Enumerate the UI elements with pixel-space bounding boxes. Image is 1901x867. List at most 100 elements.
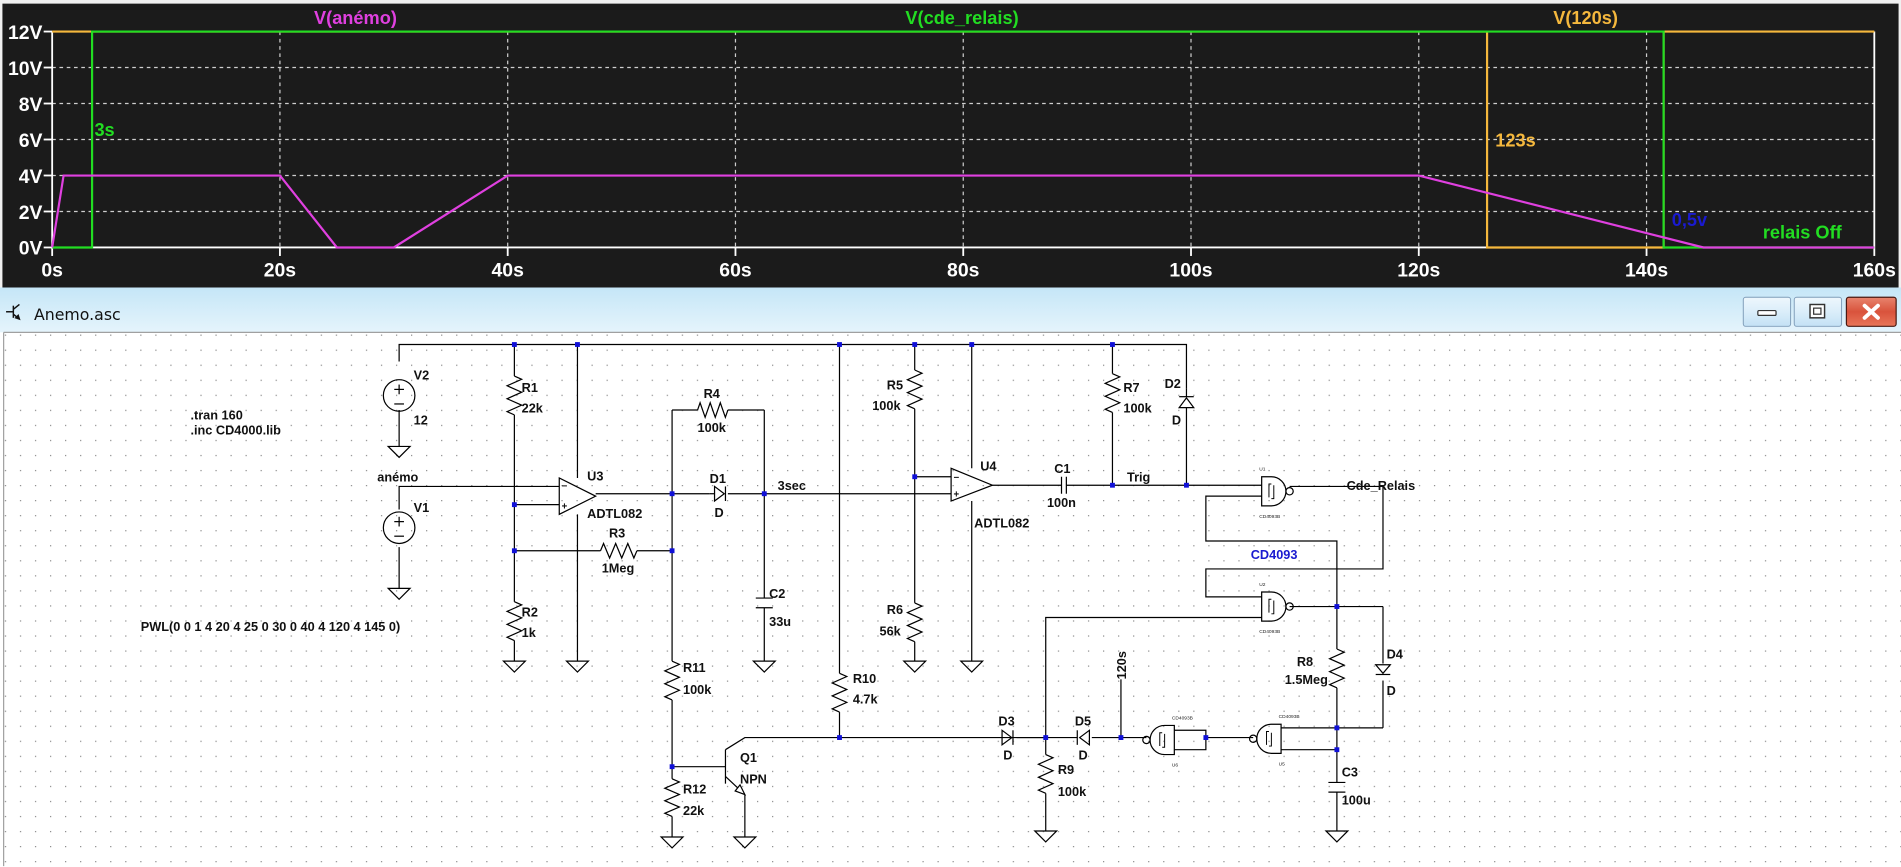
maximize-icon [1809,303,1826,319]
transistor-q1[interactable]: Q1 NPN [724,749,767,796]
legend-anemo[interactable]: V(anémo) [314,8,397,28]
v2-label: V2 [414,368,430,383]
voltage-source-v2[interactable]: V2 12 [382,368,430,428]
titlebar-background [0,287,1901,333]
legend-v120s[interactable]: V(120s) [1553,8,1618,28]
gate-label: U2 [1259,582,1265,588]
y-tick-label: 2V [19,202,43,224]
net-label-trig[interactable]: Trig [1127,470,1150,485]
resistor-r11[interactable] [663,660,681,701]
gate-model: U6 [1172,763,1178,769]
d2-value: D [1172,413,1181,428]
d4-value: D [1387,683,1396,698]
pwl-source-value[interactable]: PWL(0 0 1 4 20 4 25 0 30 0 40 4 120 4 14… [141,619,401,634]
v2-value: 12 [414,413,428,428]
spice-directive-tran[interactable]: .tran 160 [190,408,242,423]
opamp-u3[interactable]: − + U3 ADTL082 [558,468,642,521]
r4-value: 100k [698,420,727,435]
d5-label: D5 [1075,713,1091,728]
net-label-3sec[interactable]: 3sec [778,478,806,493]
diode-d2[interactable]: D2 D [1165,376,1195,428]
trace-anemo[interactable] [51,174,1875,249]
annotation-text[interactable]: relais Off [1763,222,1843,242]
resistor-r10[interactable] [830,672,849,713]
d1-value: D [715,505,724,520]
minimize-button[interactable] [1742,296,1792,327]
maximize-button[interactable] [1793,296,1843,327]
r7-label: R7 [1123,380,1139,395]
resistor-r2[interactable] [505,601,524,642]
schematic-window-titlebar[interactable]: Anemo.asc [0,287,1901,333]
plot-background[interactable] [2,3,1899,288]
r12-label: R12 [683,781,706,796]
d3-label: D3 [998,713,1014,728]
opamp-u4[interactable]: − + U4 ADTL082 [950,459,1029,531]
resistor-r6[interactable] [905,602,924,643]
r1-label: R1 [522,380,538,395]
resistors [505,369,1346,817]
y-tick-label: 10V [8,58,43,80]
diode-d4[interactable]: D4 D [1374,647,1403,698]
capacitor-c2[interactable]: C2 33u [755,586,791,629]
q1-value: NPN [740,772,767,787]
d2-label: D2 [1165,376,1181,391]
close-button[interactable] [1845,296,1897,327]
x-tick-label: 0s [41,260,63,282]
capacitor-c3[interactable]: C3 100u [1328,764,1371,807]
resistor-r9[interactable] [1036,753,1055,794]
d1-label: D1 [710,471,726,486]
legend-cde-relais[interactable]: V(cde_relais) [905,8,1018,28]
resistor-r1[interactable] [505,375,524,416]
r7-value: 100k [1123,400,1152,415]
capacitor-c1[interactable]: C1 100n [1047,461,1076,510]
y-tick-label: 12V [8,22,43,44]
cd4093-comment[interactable]: CD4093 [1251,547,1298,562]
c1-label: C1 [1054,461,1070,476]
schematic-canvas[interactable]: .tran 160 .inc CD4000.lib PWL(0 0 1 4 20… [0,331,1901,867]
net-label-120s[interactable]: 120s [1114,651,1129,679]
resistor-r8[interactable] [1328,648,1346,689]
ground-symbols [386,445,1350,849]
u4-label: U4 [980,459,996,474]
annotation-text[interactable]: 3s [94,120,114,140]
r4-label: R4 [704,386,720,401]
r3-label: R3 [609,525,625,540]
svg-text:−: − [954,472,960,483]
resistor-r4[interactable] [696,400,729,420]
resistor-r12[interactable] [663,778,681,817]
net-label-cde-relais[interactable]: Cde_Relais [1347,478,1416,493]
d3-value: D [1003,747,1012,762]
gate-label: U1 [1259,467,1265,473]
y-tick-label: 0V [19,238,43,260]
y-tick-label: 6V [19,130,43,152]
annotation-text[interactable]: 123s [1495,131,1535,151]
r9-value: 100k [1058,784,1087,799]
annotation-text[interactable]: 0,5v [1672,210,1708,230]
window-title: Anemo.asc [34,305,121,324]
r11-value: 100k [683,682,712,697]
maximize-icon-inner [1813,307,1822,315]
spice-directive-inc[interactable]: .inc CD4000.lib [190,422,281,437]
resistor-r7[interactable] [1103,373,1122,414]
voltage-source-v1[interactable]: V1 [382,500,429,545]
r8-value: 1.5Meg [1285,672,1328,687]
diode-d5[interactable]: D5 D [1075,713,1091,762]
diode-d1[interactable]: D1 D [710,471,727,520]
resistor-r5[interactable] [905,369,924,410]
net-label-anemo[interactable]: anémo [377,470,418,485]
x-tick-label: 160s [1853,260,1896,282]
diode-d3[interactable]: D3 D [998,713,1014,762]
r3-value: 1Meg [602,561,635,576]
gate-model: CD4093B [1259,629,1280,635]
gate-model: U5 [1279,761,1285,767]
resistor-r3[interactable] [599,541,638,560]
trace-cde-relais[interactable] [52,30,1875,249]
grid-dots [3,332,1901,867]
r2-label: R2 [522,604,538,619]
x-tick-label: 60s [719,260,751,282]
